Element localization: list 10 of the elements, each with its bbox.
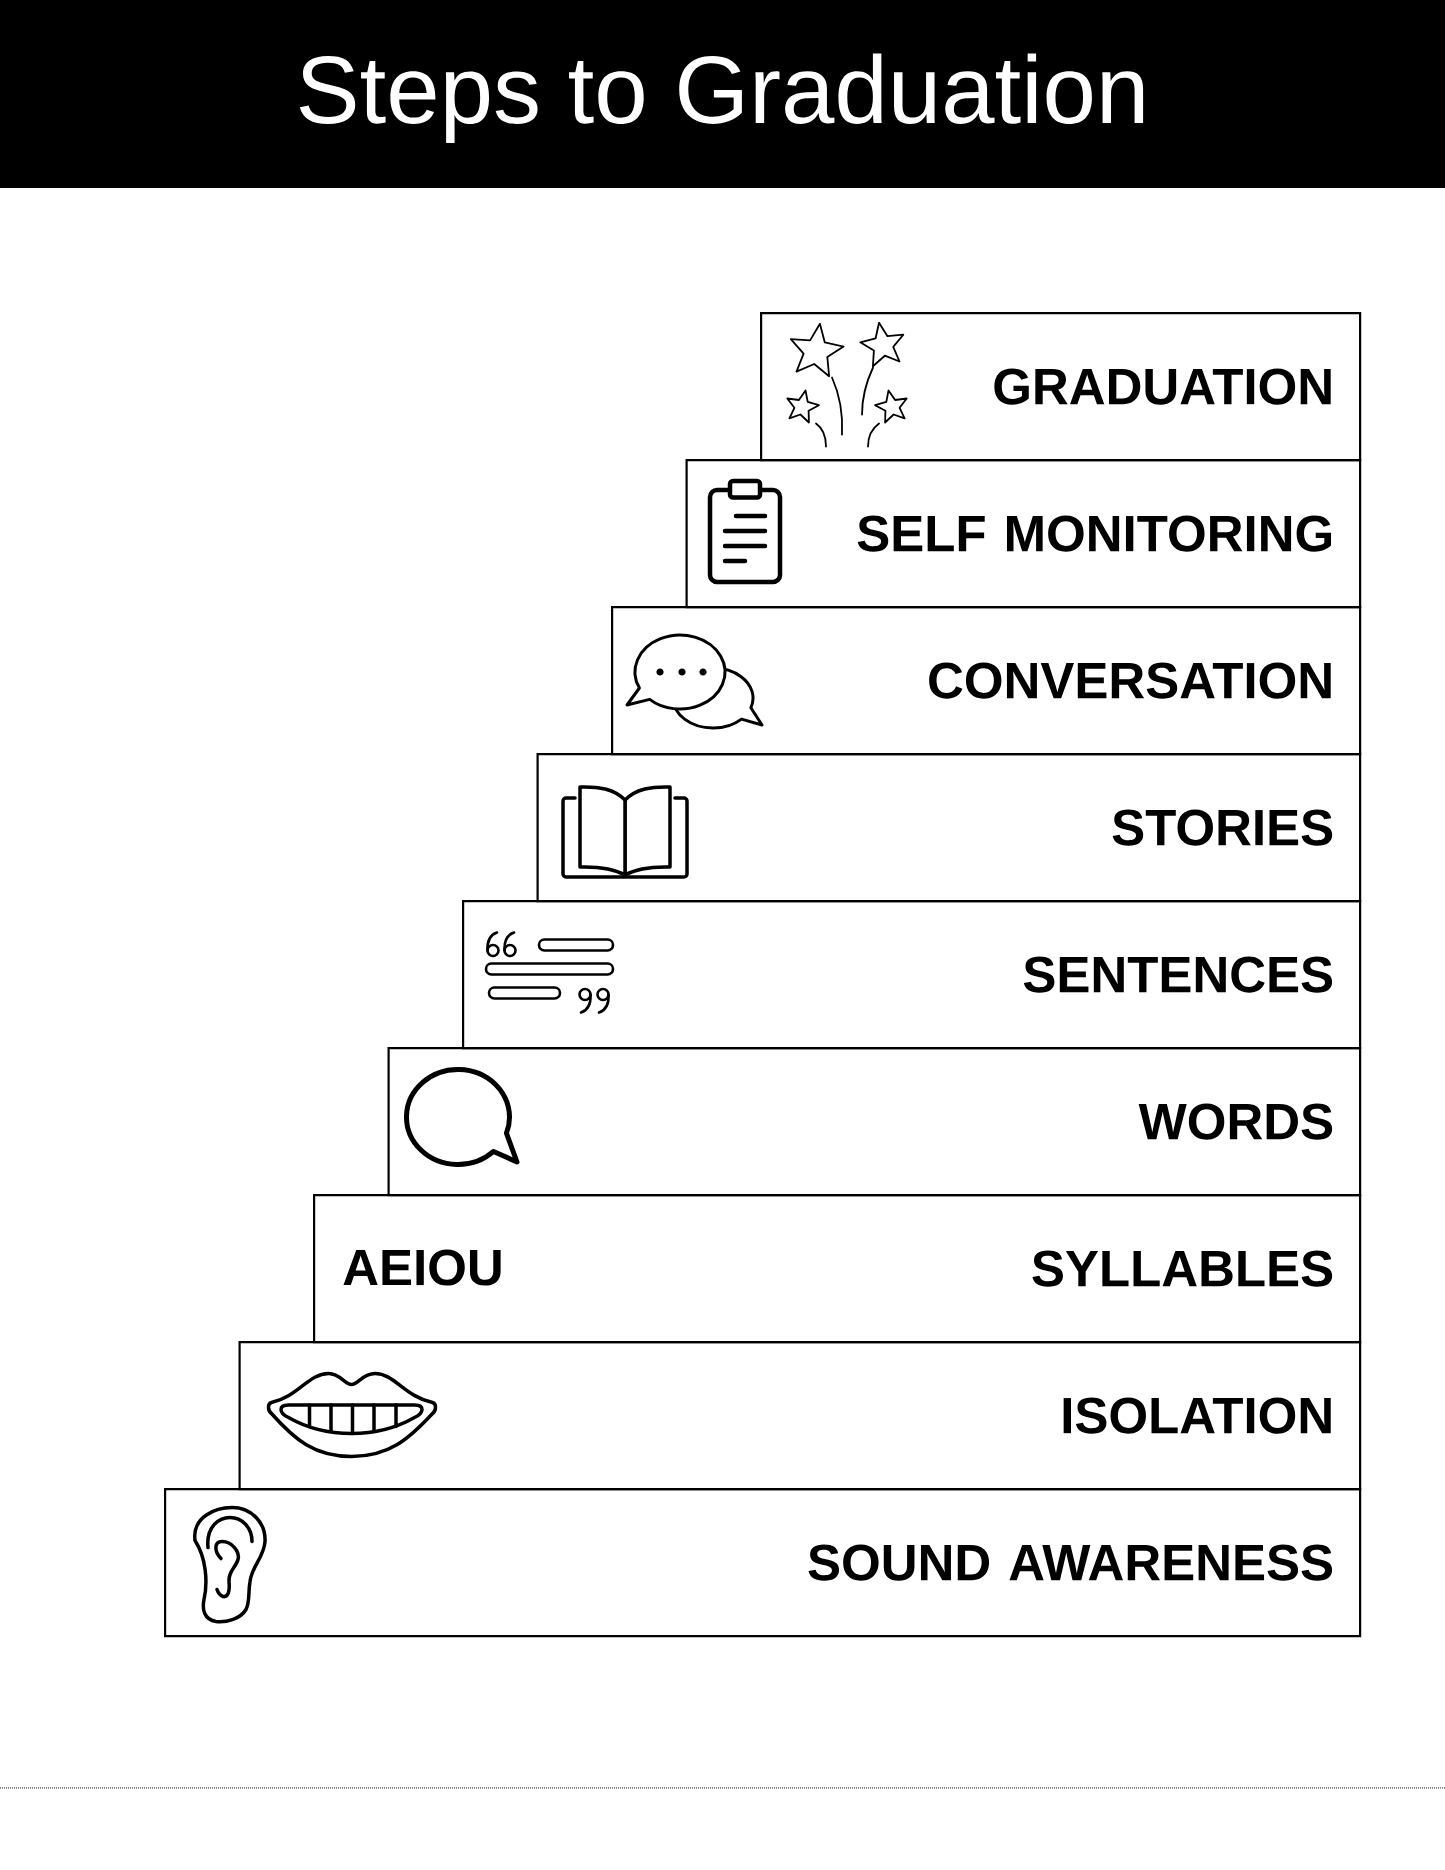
vowel-letters: AEIOU bbox=[343, 1249, 501, 1286]
step-box: CONVERSATION bbox=[611, 606, 1362, 756]
title-banner: Steps to Graduation bbox=[0, 0, 1445, 188]
step-box: WORDS bbox=[387, 1047, 1362, 1197]
step-box: GRADUATION bbox=[760, 312, 1362, 462]
step-box: ISOLATION bbox=[238, 1341, 1362, 1491]
step-box: STORIES bbox=[536, 753, 1362, 903]
step-box: SOUND AWARENESS bbox=[164, 1488, 1362, 1638]
step-box: SENTENCES bbox=[462, 900, 1362, 1050]
step-box: SELF MONITORING bbox=[685, 459, 1362, 609]
